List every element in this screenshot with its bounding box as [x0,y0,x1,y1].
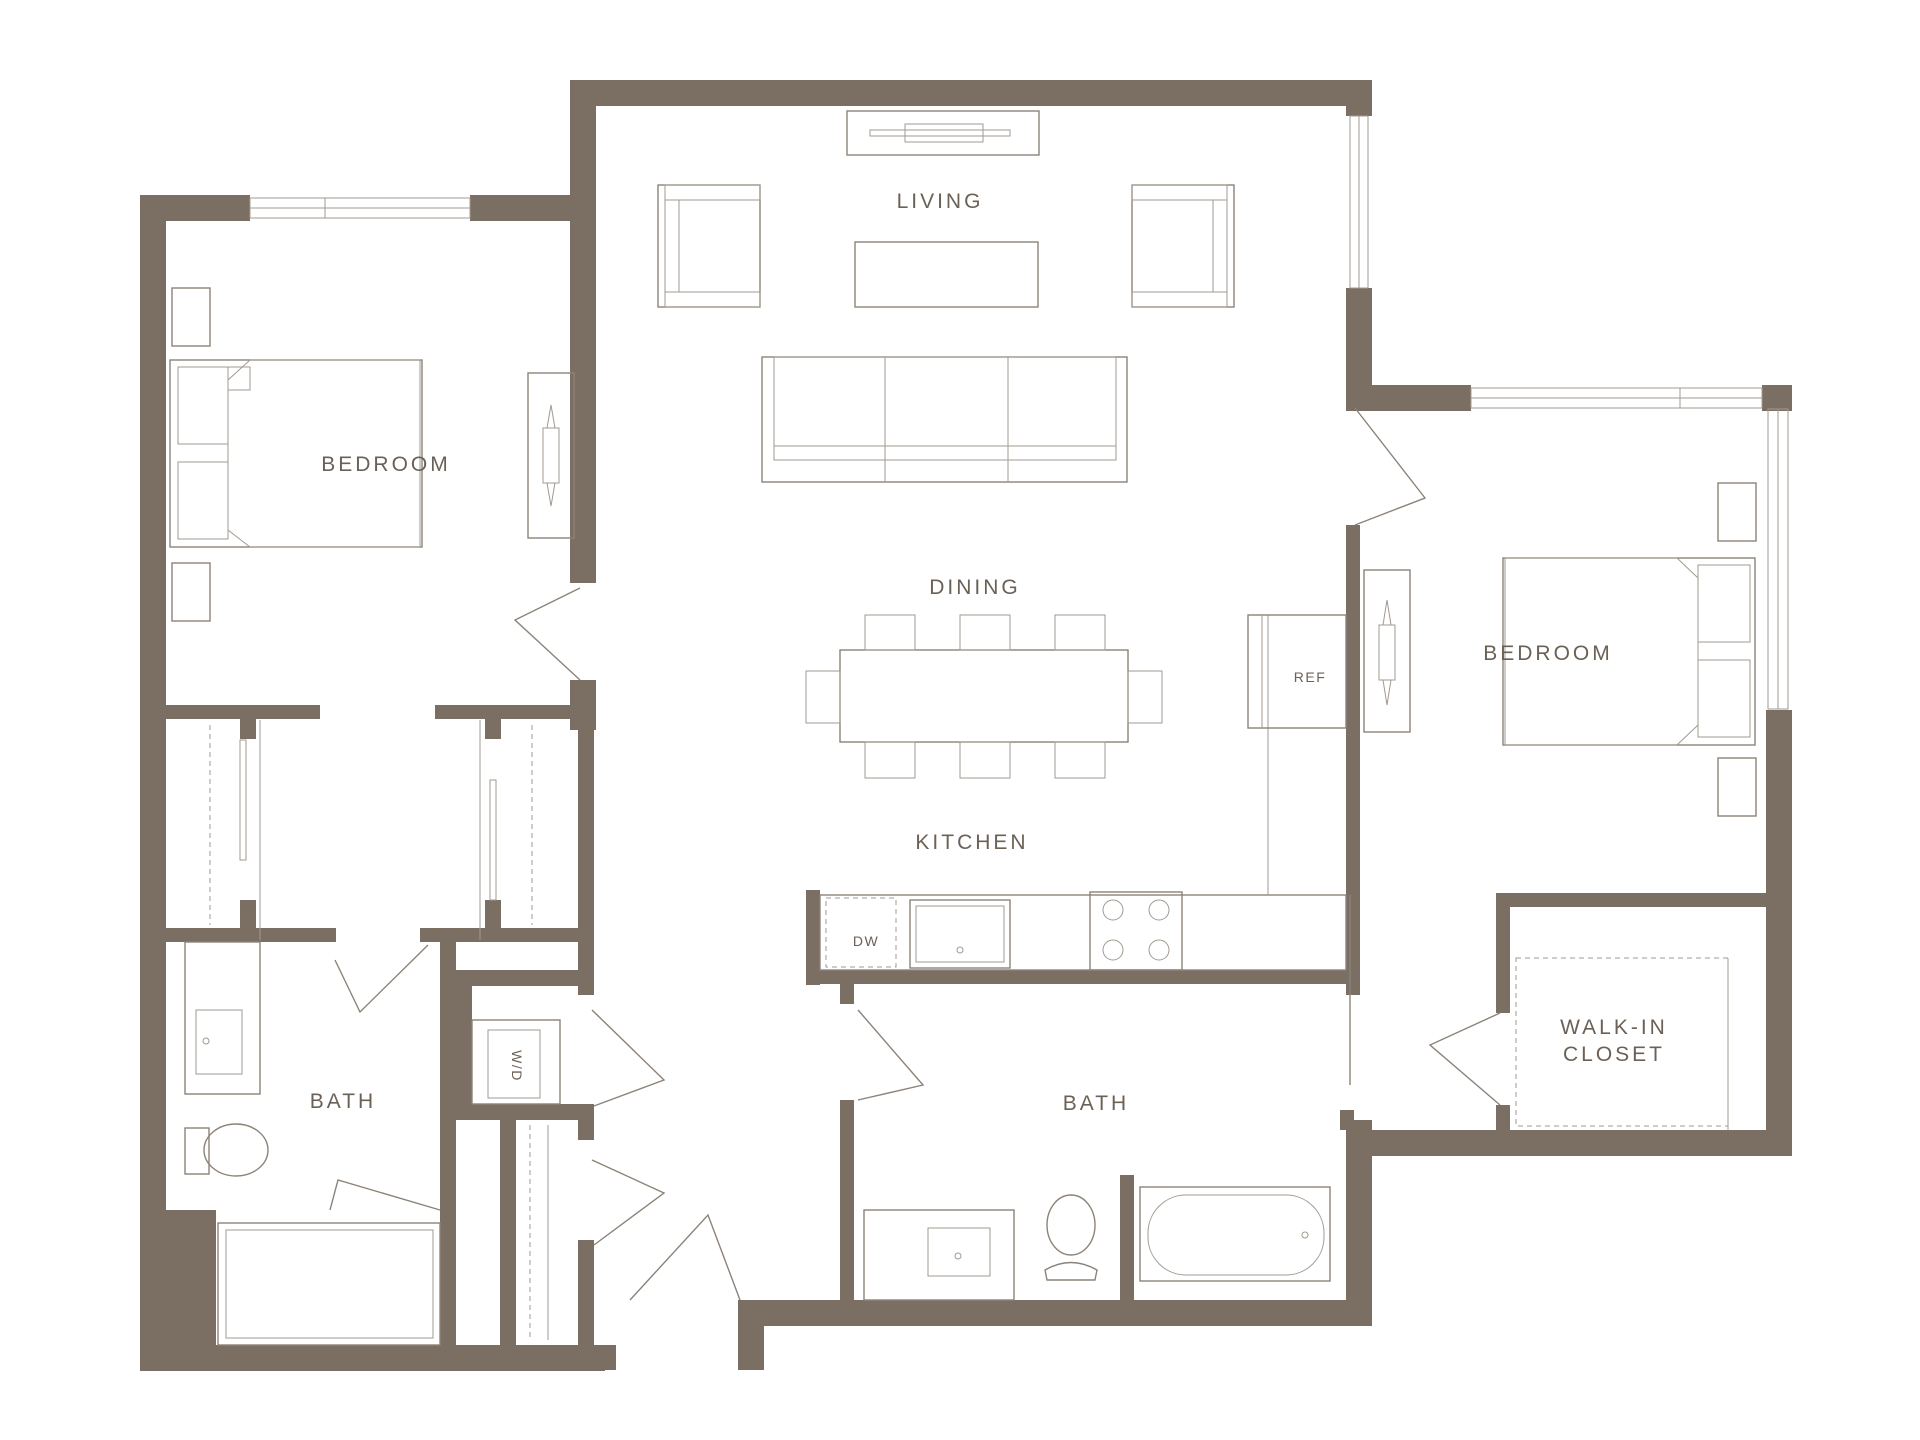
left-closets [209,720,549,1340]
kitchen [819,614,1347,971]
left-bath-fixtures [184,941,441,1346]
dining-table [805,614,1163,779]
living-furniture [657,110,1235,483]
dw-label: DW [853,933,879,949]
washer-dryer [471,1019,561,1105]
left-bedroom-furniture [169,287,575,622]
doors [334,407,1501,1301]
dining-label: DINING [929,576,1021,599]
room-labels: LIVING BEDROOM DINING BEDROOM KITCHEN WA… [310,190,1668,1115]
walk-in-label-line2: CLOSET [1563,1043,1665,1066]
walls [140,80,1792,1371]
bedroom-left-label: BEDROOM [321,453,451,476]
center-bath-fixtures [863,1186,1331,1301]
wd-label: W/D [509,1050,525,1082]
bedroom-right-label: BEDROOM [1483,642,1613,665]
walk-in-closet [1515,957,1729,1130]
living-label: LIVING [897,190,984,213]
windows [249,115,1789,710]
right-bedroom-furniture [1363,482,1757,817]
kitchen-label: KITCHEN [915,831,1028,854]
appliance-labels: REF DW W/D [509,669,1327,1082]
ref-label: REF [1294,669,1327,685]
bath-center-label: BATH [1063,1092,1129,1115]
walk-in-label-line1: WALK-IN [1560,1016,1668,1039]
bath-left-label: BATH [310,1090,376,1113]
